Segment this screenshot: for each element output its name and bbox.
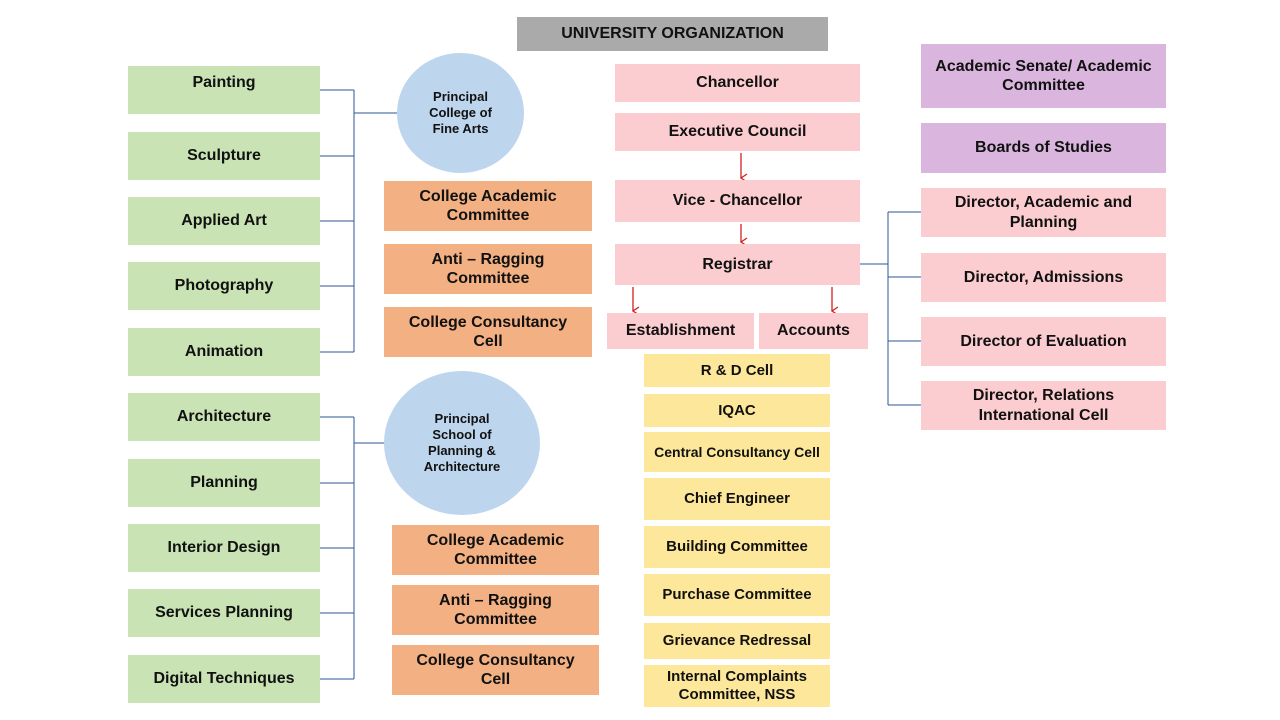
pa-anti-ragging-committee: Anti – Ragging Committee (392, 585, 599, 635)
pa-college-consultancy-cell: College Consultancy Cell (392, 645, 599, 695)
dept-services-planning: Services Planning (128, 589, 320, 637)
boards-of-studies-box: Boards of Studies (921, 123, 1166, 173)
director-admissions: Director, Admissions (921, 253, 1166, 302)
director-evaluation: Director of Evaluation (921, 317, 1166, 366)
accounts-box: Accounts (759, 313, 868, 349)
dept-digital-techniques: Digital Techniques (128, 655, 320, 703)
chancellor-box: Chancellor (615, 64, 860, 102)
dept-interior-design: Interior Design (128, 524, 320, 572)
cell-central-consultancy: Central Consultancy Cell (644, 432, 830, 472)
chart-title: UNIVERSITY ORGANIZATION (517, 17, 828, 51)
dept-architecture: Architecture (128, 393, 320, 441)
dept-planning: Planning (128, 459, 320, 507)
establishment-box: Establishment (607, 313, 754, 349)
fa-college-consultancy-cell: College Consultancy Cell (384, 307, 592, 357)
executive-council-box: Executive Council (615, 113, 860, 151)
director-relations-international: Director, Relations International Cell (921, 381, 1166, 430)
cell-grievance-redressal: Grievance Redressal (644, 623, 830, 659)
academic-senate-box: Academic Senate/ Academic Committee (921, 44, 1166, 108)
director-academic-planning: Director, Academic and Planning (921, 188, 1166, 237)
dept-applied-art: Applied Art (128, 197, 320, 245)
registrar-box: Registrar (615, 244, 860, 285)
principal-fine-arts: Principal College of Fine Arts (397, 53, 524, 173)
cell-building-committee: Building Committee (644, 526, 830, 568)
cell-internal-complaints: Internal Complaints Committee, NSS (644, 665, 830, 707)
principal-planning-architecture: Principal School of Planning & Architect… (384, 371, 540, 515)
cell-chief-engineer: Chief Engineer (644, 478, 830, 520)
cell-iqac: IQAC (644, 394, 830, 427)
vice-chancellor-box: Vice - Chancellor (615, 180, 860, 222)
fa-college-academic-committee: College Academic Committee (384, 181, 592, 231)
pa-college-academic-committee: College Academic Committee (392, 525, 599, 575)
dept-animation: Animation (128, 328, 320, 376)
dept-painting: Painting (128, 66, 320, 114)
dept-photography: Photography (128, 262, 320, 310)
fa-anti-ragging-committee: Anti – Ragging Committee (384, 244, 592, 294)
cell-purchase-committee: Purchase Committee (644, 574, 830, 616)
cell-r-and-d: R & D Cell (644, 354, 830, 387)
dept-sculpture: Sculpture (128, 132, 320, 180)
